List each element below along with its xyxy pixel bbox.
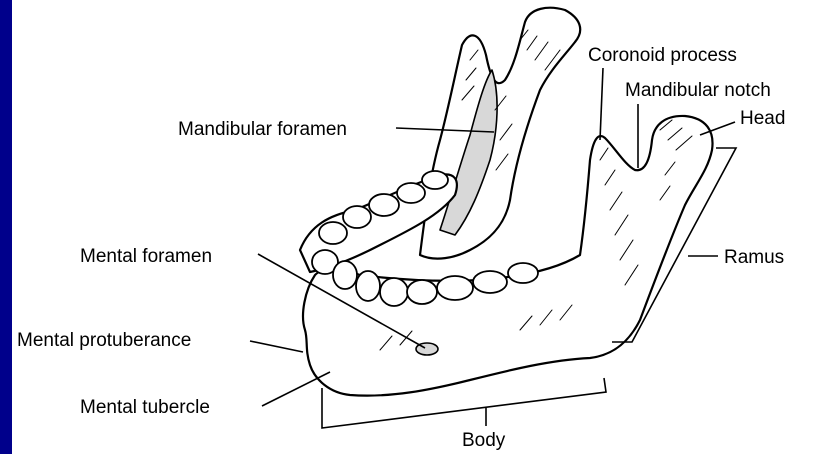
label-mental-foramen: Mental foramen <box>80 246 212 267</box>
leader-coronoid <box>600 68 603 140</box>
label-mandibular-notch: Mandibular notch <box>625 80 771 101</box>
label-ramus: Ramus <box>724 247 784 268</box>
far-ramus <box>420 8 580 259</box>
label-mandibular-foramen: Mandibular foramen <box>178 119 347 140</box>
leader-mental-tubercle <box>262 372 330 406</box>
label-mental-protuberance: Mental protuberance <box>17 330 191 351</box>
leader-mental-protuberance <box>250 341 303 352</box>
label-mental-tubercle: Mental tubercle <box>80 397 210 418</box>
label-coronoid-process: Coronoid process <box>588 45 737 66</box>
label-body: Body <box>462 430 506 451</box>
label-head: Head <box>740 108 785 129</box>
